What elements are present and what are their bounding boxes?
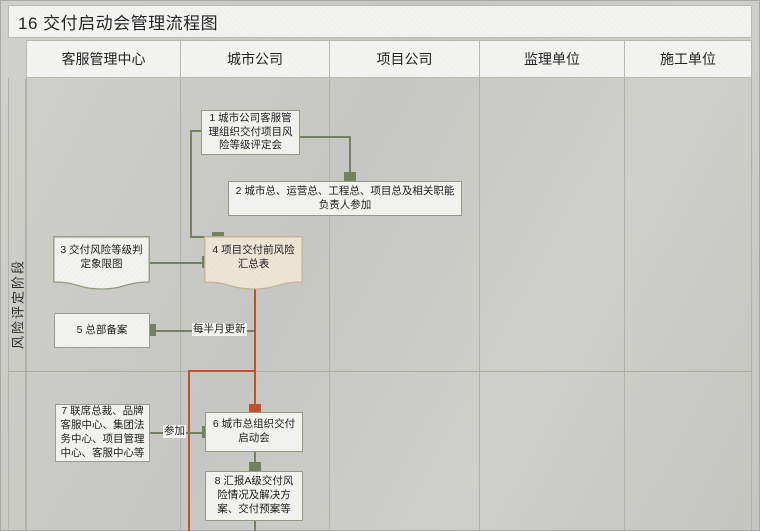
lane-header-customer-service[interactable]: 客服管理中心: [26, 40, 181, 78]
lane-header-project-company[interactable]: 项目公司: [330, 40, 480, 78]
node-3-document[interactable]: 3 交付风险等级判定象限图: [53, 236, 150, 290]
arrow-into-node-8: [249, 462, 261, 471]
connector-8-downstream: [254, 521, 256, 531]
connector-1-to-2-horizontal: [300, 136, 351, 138]
node-4-document[interactable]: 4 项目交付前风险汇总表: [204, 236, 303, 290]
lane-body-construction-unit: [625, 78, 752, 531]
edge-label-biweekly-update: 每半月更新: [192, 323, 247, 337]
node-7-label: 7 联席总裁、品牌客服中心、集团法务中心、项目管理中心、客服中心等: [60, 405, 145, 459]
connector-1-to-4-horizontal-out: [190, 130, 202, 132]
connector-4-to-6-vertical: [254, 282, 256, 409]
node-1-label: 1 城市公司客服管理组织交付项目风险等级评定会: [208, 111, 293, 152]
lane-header-label: 监理单位: [524, 51, 580, 67]
node-2-label: 2 城市总、运营总、工程总、项目总及相关职能负责人参加: [235, 184, 455, 211]
lane-body-city-company: [181, 78, 330, 531]
connector-3-to-4: [150, 262, 204, 264]
edge-label-attend: 参加: [163, 425, 186, 439]
connector-1-to-4-vertical: [190, 130, 192, 238]
connector-1-to-4-horizontal-in: [190, 236, 218, 238]
connector-red-branch-vertical: [188, 370, 190, 531]
node-5-box[interactable]: 5 总部备案: [54, 313, 150, 348]
lane-header-city-company[interactable]: 城市公司: [181, 40, 330, 78]
connector-red-branch-horizontal: [188, 370, 255, 372]
lane-body-project-company: [330, 78, 480, 531]
lane-header-label: 城市公司: [227, 51, 283, 67]
node-2-box[interactable]: 2 城市总、运营总、工程总、项目总及相关职能负责人参加: [228, 181, 462, 216]
arrow-into-node-5: [147, 324, 156, 336]
arrow-into-node-2: [344, 172, 356, 181]
diagram-title-bar: 16 交付启动会管理流程图: [8, 5, 752, 38]
lane-header-supervision-unit[interactable]: 监理单位: [480, 40, 625, 78]
phase-label: 风险评定阶段: [10, 258, 26, 350]
arrow-into-node-6: [249, 404, 261, 413]
node-3-label: 3 交付风险等级判定象限图: [60, 244, 143, 270]
node-4-label: 4 项目交付前风险汇总表: [212, 244, 295, 270]
node-8-label: 8 汇报A级交付风险情况及解决方案、交付预案等: [214, 475, 294, 515]
connector-1-to-2-vertical: [349, 136, 351, 174]
node-7-box[interactable]: 7 联席总裁、品牌客服中心、集团法务中心、项目管理中心、客服中心等: [55, 404, 150, 462]
lane-header-label: 客服管理中心: [61, 51, 146, 67]
node-8-box[interactable]: 8 汇报A级交付风险情况及解决方案、交付预案等: [205, 471, 303, 521]
lane-body-customer-service: [26, 78, 181, 531]
node-1-box[interactable]: 1 城市公司客服管理组织交付项目风险等级评定会: [201, 110, 300, 155]
phase-strip-risk-assessment: 风险评定阶段: [8, 78, 26, 531]
lane-header-construction-unit[interactable]: 施工单位: [625, 40, 752, 78]
connector-6-to-8: [254, 452, 256, 468]
lane-header-label: 项目公司: [376, 51, 433, 67]
lane-header-label: 施工单位: [660, 51, 716, 67]
lane-body-supervision-unit: [480, 78, 625, 531]
node-6-box[interactable]: 6 城市总组织交付启动会: [205, 412, 303, 452]
phase-row-divider: [8, 371, 752, 372]
node-6-label: 6 城市总组织交付启动会: [212, 418, 296, 444]
node-5-label: 5 总部备案: [76, 323, 128, 336]
page-title: 16 交付启动会管理流程图: [18, 14, 219, 33]
